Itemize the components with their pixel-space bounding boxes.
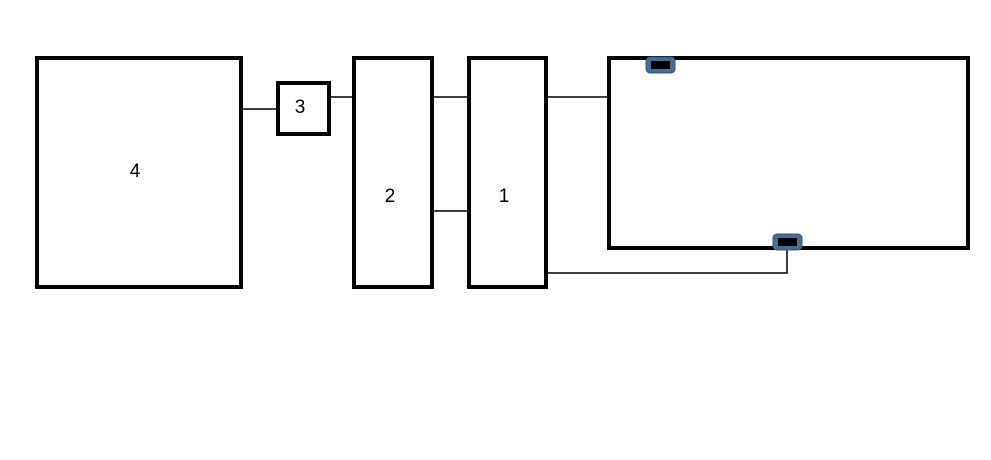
block-2-frame xyxy=(352,56,434,289)
block-3-frame xyxy=(276,81,331,136)
top-sensor-core xyxy=(651,61,670,69)
block-3-label: 3 xyxy=(295,97,306,118)
block-1-label: 1 xyxy=(499,186,510,207)
block-4: 4 xyxy=(35,56,243,289)
top-sensor xyxy=(645,56,676,74)
bottom-sensor xyxy=(772,233,803,251)
block-4-frame xyxy=(35,56,243,289)
wire-1-to-bottom-sensor xyxy=(546,243,788,274)
block-1: 1 xyxy=(467,56,548,289)
block-2-label: 2 xyxy=(385,186,396,207)
block-3: 3 xyxy=(276,81,331,136)
block-1-frame xyxy=(467,56,548,289)
bottom-sensor-core xyxy=(778,238,797,246)
block-4-label: 4 xyxy=(130,161,141,182)
target-panel xyxy=(607,56,970,250)
block-2: 2 xyxy=(352,56,434,289)
